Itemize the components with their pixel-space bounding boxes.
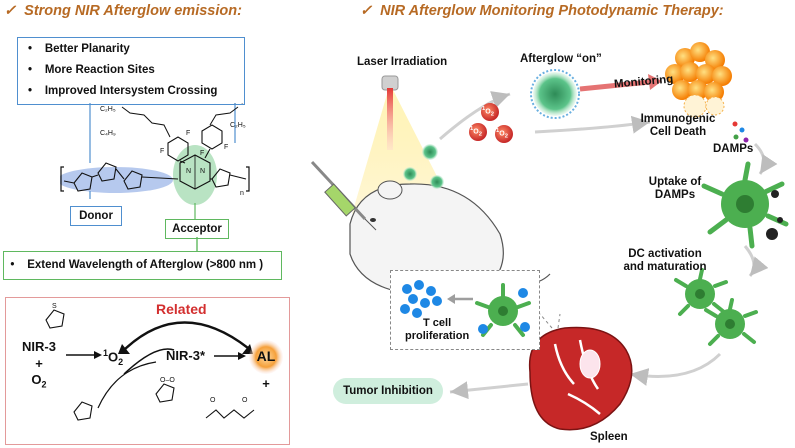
polymer-structure: C₂H₅ C₄H₉ C₄H₉ C₂H₅ F F F F N N n: [60, 103, 250, 221]
svg-text:C₂H₅: C₂H₅: [100, 106, 116, 113]
svg-text:F: F: [186, 130, 190, 137]
uptake-label: Uptake of DAMPs: [648, 176, 702, 201]
mechanism-arrows: S O–O O O: [45, 303, 283, 421]
svg-text:n: n: [240, 190, 244, 197]
therapy-illustration: [310, 42, 789, 431]
donor-label: Donor: [70, 206, 122, 226]
reactant-nir3: NIR-3: [22, 339, 56, 354]
afterglow-on-label: Afterglow “on”: [520, 53, 602, 65]
excited-nir3: NIR-3*: [166, 348, 206, 363]
dendritic-cell-large: [701, 161, 789, 249]
tumor-cluster: [665, 42, 732, 118]
icd-label: Immunogenic Cell Death: [640, 113, 716, 138]
features-box: • Better Planarity • More Reaction Sites…: [17, 37, 245, 105]
dc-label: DC activation and maturation: [623, 248, 707, 273]
svg-text:O: O: [210, 397, 216, 404]
svg-text:C₄H₉: C₄H₉: [100, 130, 116, 137]
spleen-illustration: [528, 326, 633, 431]
feature-item: • Better Planarity: [28, 43, 130, 55]
tcell-label: T cell proliferation: [405, 317, 470, 342]
checkmark-icon: ✓: [4, 3, 17, 19]
singlet-oxygen: 1O2: [103, 348, 124, 367]
svg-text:O: O: [242, 397, 248, 404]
acceptor-label: Acceptor: [165, 219, 229, 239]
singlet-o2-label: 1O2: [496, 128, 508, 140]
feature-item: • More Reaction Sites: [28, 64, 155, 76]
svg-text:F: F: [160, 148, 164, 155]
svg-text:N: N: [200, 168, 205, 175]
afterglow-al: AL: [256, 348, 276, 364]
mature-dendritic-cells: [674, 268, 758, 346]
checkmark-icon: ✓: [360, 3, 373, 19]
extend-box: • Extend Wavelength of Afterglow (>800 n…: [3, 251, 282, 280]
tcell-illustration: [400, 280, 531, 337]
singlet-o2-label: 1O2: [470, 126, 482, 138]
svg-text:F: F: [224, 144, 228, 151]
damps-label: DAMPs: [713, 143, 754, 155]
laser-label: Laser Irradiation: [357, 56, 448, 68]
plus-sign-2: +: [262, 376, 270, 391]
svg-text:O–O: O–O: [160, 377, 175, 384]
acceptor-connector: [196, 237, 198, 251]
right-title: ✓NIR Afterglow Monitoring Photodynamic T…: [360, 3, 724, 19]
left-title: ✓Strong NIR Afterglow emission:: [4, 3, 242, 19]
plus-sign-1: +: [35, 356, 43, 371]
singlet-o2-label: 1O2: [482, 106, 494, 118]
svg-text:F: F: [200, 150, 204, 157]
svg-text:S: S: [52, 303, 57, 310]
related-label: Related: [156, 301, 207, 317]
spleen-label: Spleen: [590, 431, 628, 443]
mechanism-box: S O–O O O Related NIR-3 + O2 1O2 NIR-3* …: [5, 297, 290, 445]
tumor-inhibition-badge: Tumor Inhibition: [333, 378, 443, 404]
feature-item: • Improved Intersystem Crossing: [28, 85, 218, 97]
reactant-o2: O2: [31, 372, 47, 390]
tcell-box: T cell proliferation: [390, 270, 540, 350]
svg-text:C₂H₅: C₂H₅: [230, 122, 246, 129]
svg-text:N: N: [186, 168, 191, 175]
svg-text:C₄H₉: C₄H₉: [228, 103, 244, 105]
